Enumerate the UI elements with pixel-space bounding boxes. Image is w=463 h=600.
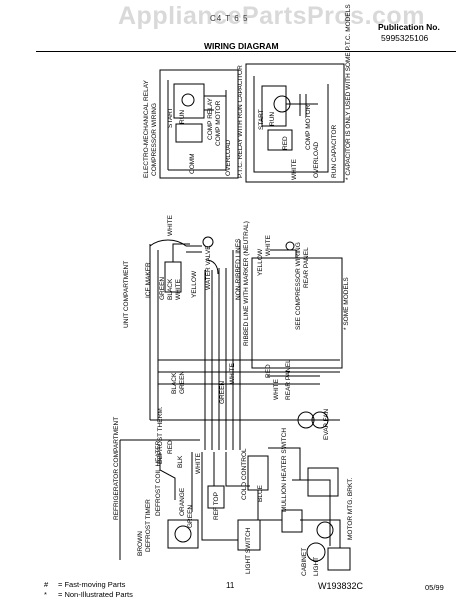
page-title: WIRING DIAGRAM [204, 41, 279, 51]
compressor-wiring-label: COMPRESSOR WIRING [151, 103, 158, 176]
comm-label: COMM [189, 153, 196, 174]
top-yellow-label: YELLOW [257, 248, 264, 276]
overload-label: OVERLOAD [225, 140, 232, 176]
publication-number: 5995325106 [381, 33, 429, 43]
legend-text: = Fast-moving Parts [58, 580, 126, 589]
ref-top-label: REF TOP [213, 492, 220, 520]
white-wire-3-label: WHITE [273, 378, 280, 400]
ptc-relay-box [245, 63, 345, 183]
evap-fan-label: EVAP FAN [323, 409, 330, 440]
mullion-switch-label: MULLION HEATER SWITCH [281, 428, 288, 512]
white-wire-top: WHITE [167, 214, 174, 236]
black-wire-label: BLACK [171, 372, 178, 394]
water-valve-label: WATER VALVE [205, 245, 212, 290]
ptc-start-label: START [258, 109, 265, 130]
light-switch-box [237, 519, 261, 551]
see-compressor-label: SEE COMPRESSOR WIRING [295, 242, 302, 330]
em-relay-label: ELECTRO-MECHANICAL RELAY [143, 79, 150, 178]
ice-blk-label: BLACK [167, 278, 174, 300]
legend-non-illustrated: * = Non-Illustrated Parts [44, 590, 133, 600]
non-ribbed-label: NON-RIBBED LINES [235, 238, 242, 300]
defrost-timer-box [167, 519, 199, 549]
comp-motor-label: COMP MOTOR [215, 100, 222, 146]
comp-relay-label: COMP RELAY [207, 97, 214, 140]
green-wire-label: GREEN [179, 371, 186, 394]
top-white-label: WHITE [265, 234, 272, 256]
blk-wire-label: BLK [177, 455, 184, 468]
ptc-run-label: RUN [269, 112, 276, 126]
model-code: C4 T 6 5 [210, 14, 249, 23]
red-wire-label: RED [265, 364, 272, 378]
green-wire-2-label: GREEN [219, 381, 226, 404]
ptc-comp-motor-label: COMP MOTOR [305, 104, 312, 150]
date-code: 05/99 [425, 583, 444, 592]
light-switch-label: LIGHT SWITCH [245, 527, 252, 574]
run-capacitor-label: RUN CAPACITOR [331, 124, 338, 178]
defrost-timer-label: DEFROST TIMER [145, 499, 152, 552]
defrost-therm-label: DEFROST THERM. [157, 406, 164, 464]
some-models-label: * SOME MODELS [343, 277, 350, 330]
unit-compartment-label: UNIT COMPARTMENT [123, 261, 130, 328]
orange-wire-label: ORANGE [179, 487, 186, 516]
legend-fast-moving: # = Fast-moving Parts [44, 580, 133, 590]
ice-white-label: WHITE [175, 278, 182, 300]
motor-mtg-label: MOTOR MTG. BRKT. [347, 477, 354, 540]
light-label: LIGHT [313, 557, 320, 576]
ice-green-label: GREEN [159, 277, 166, 300]
cabinet-label: CABINET [301, 548, 308, 576]
ptc-red-label: RED [282, 136, 289, 150]
legend-symbol: * [44, 590, 47, 599]
cold-control-label: COLD CONTROL [241, 448, 248, 500]
publication-label: Publication No. [378, 22, 440, 32]
yellow-wire-label: YELLOW [191, 270, 198, 298]
footer-legend: # = Fast-moving Parts * = Non-Illustrated … [44, 580, 133, 600]
green-wire-3-label: GREEN [187, 505, 194, 528]
heater-coil-label: DEFROST COIL HEATER [155, 440, 162, 516]
rear-panel-label: REAR PANEL [285, 359, 292, 400]
em-relay-box [159, 69, 239, 179]
ptc-relay-label: P.T.C. RELAY WITH RUN CAPACITOR [237, 65, 244, 178]
page-number: 11 [226, 581, 235, 590]
white-wire-4-label: WHITE [195, 452, 202, 474]
blue-wire-label: BLUE [257, 484, 264, 502]
white-wire-2-label: WHITE [229, 362, 236, 384]
see-compressor-box [251, 257, 343, 369]
title-rule [36, 51, 456, 52]
start-label: START [167, 107, 174, 128]
legend-text: = Non-Illustrated Parts [58, 590, 133, 599]
red-wire-2-label: RED [167, 440, 174, 454]
capacitor-note: * CAPACITOR IS ONLY USED WITH SOME P.T.C… [345, 4, 352, 180]
mullion-heater-box [307, 467, 339, 497]
brown-wire-label: BROWN [137, 531, 144, 556]
legend-symbol: # [44, 580, 49, 589]
ice-maker-label: ICE MAKER [145, 262, 152, 298]
watermark: AppliancePartsPros.com [118, 2, 425, 30]
ptc-white-label: WHITE [291, 158, 298, 180]
run-label: RUN [179, 110, 186, 124]
ribbed-line-label: RIBBED LINE WITH MARKER (NEUTRAL) [243, 221, 250, 346]
rear-panel-top-label: REAR PANEL [303, 247, 310, 288]
refrigerator-compartment-label: REFRIGERATOR COMPARTMENT [113, 417, 120, 520]
diagram-reference: W193832C [318, 581, 364, 591]
ptc-overload-label: OVERLOAD [313, 142, 320, 178]
